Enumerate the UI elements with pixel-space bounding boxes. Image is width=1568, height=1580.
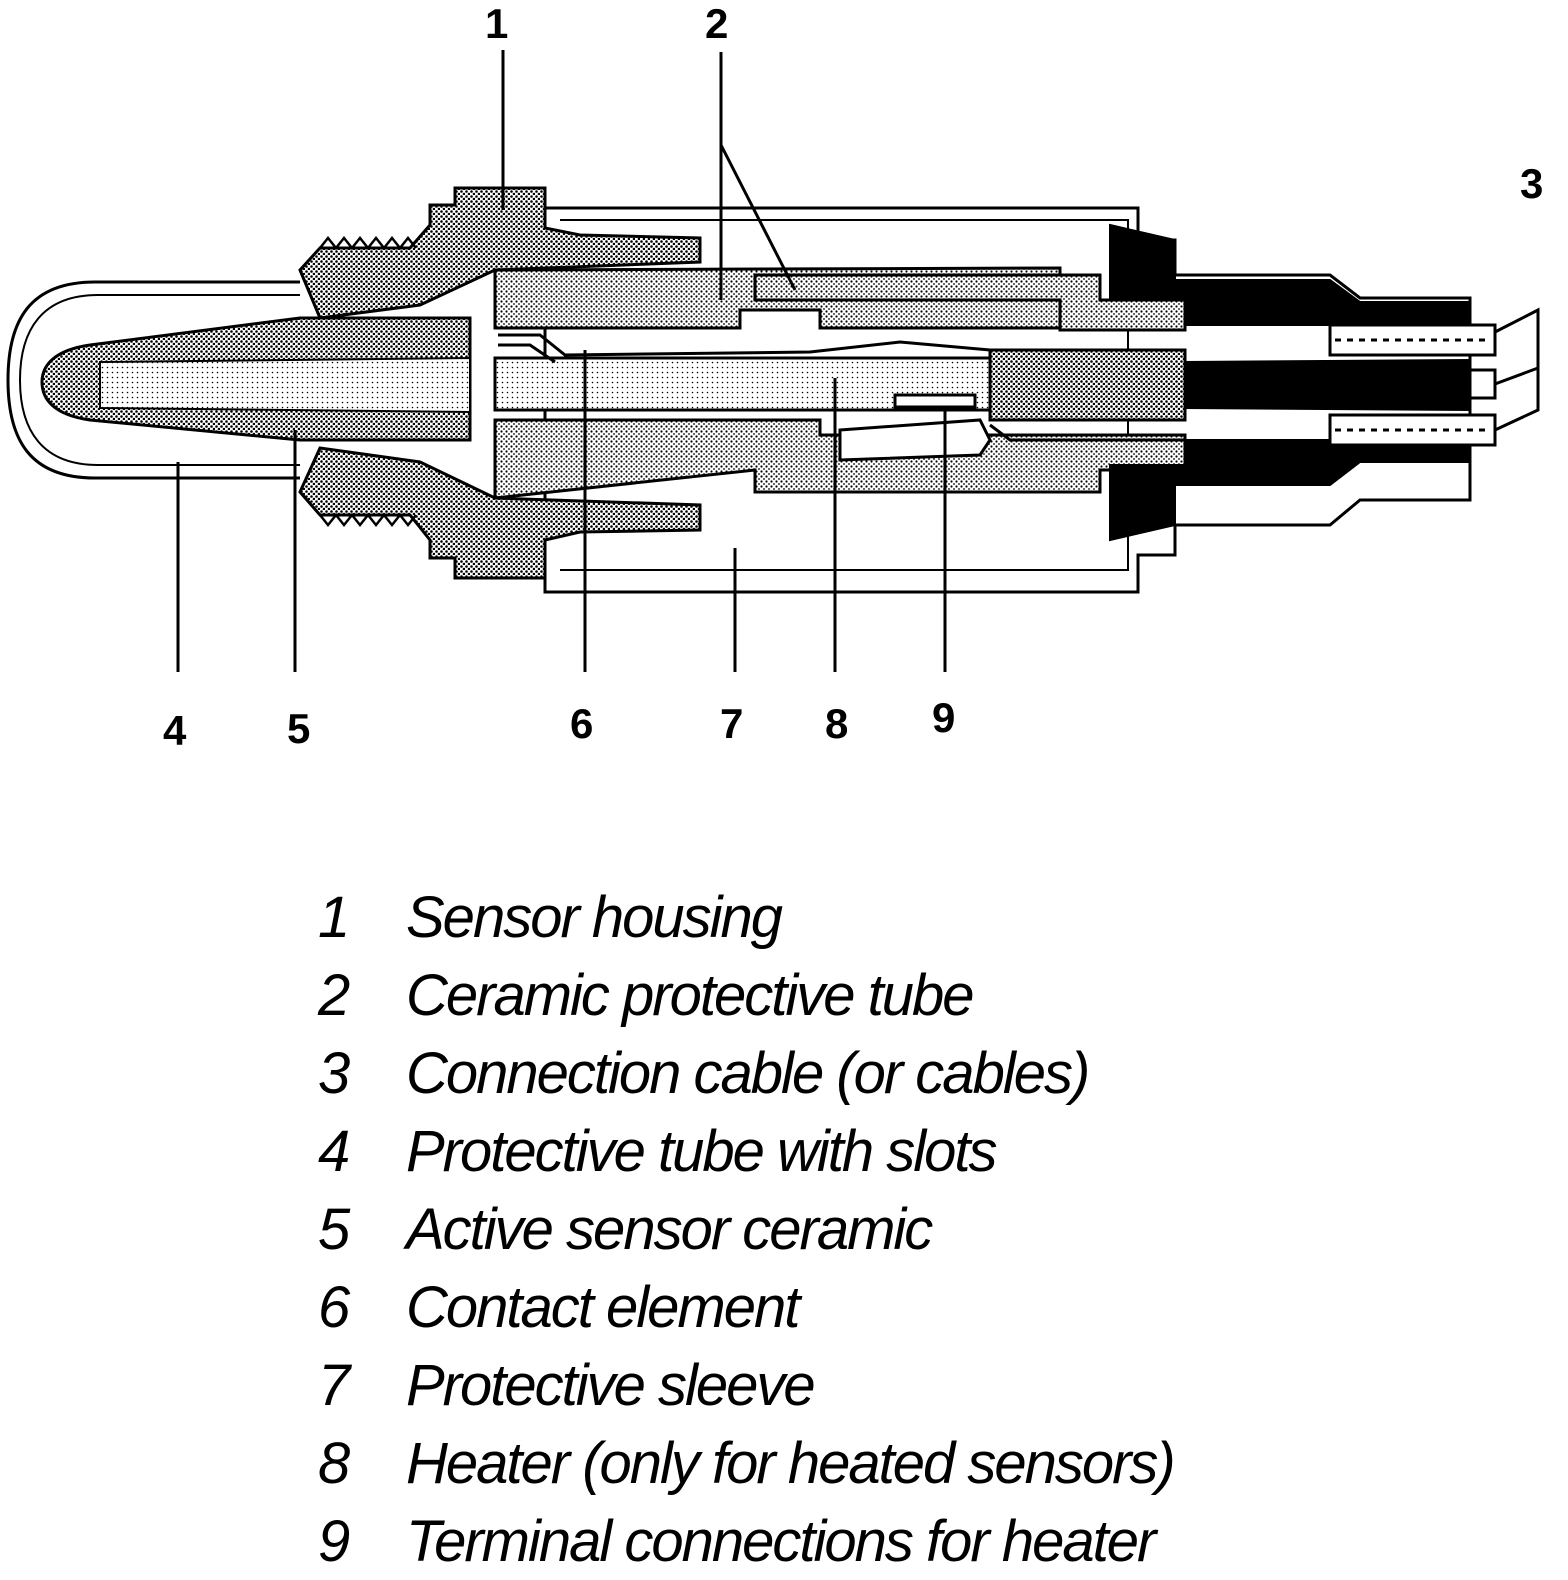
legend-item-label: Ceramic protective tube: [406, 962, 974, 1028]
callout-2: 2: [705, 0, 728, 47]
sensor-housing: [298, 186, 702, 580]
legend-item-label: Heater (only for heated sensors): [406, 1430, 1176, 1496]
legend-item-label: Contact element: [406, 1274, 800, 1340]
legend-item: 8 Heater (only for heated sensors): [318, 1424, 1518, 1502]
legend-item: 2 Ceramic protective tube: [318, 956, 1518, 1034]
callout-4: 4: [163, 707, 187, 754]
cable-seal-black: [1109, 223, 1471, 542]
housing-thread: [319, 235, 417, 528]
legend-item-number: 2: [318, 962, 350, 1028]
legend-item-label: Terminal connections for heater: [406, 1508, 1156, 1574]
legend-item-label: Protective sleeve: [406, 1352, 816, 1418]
callout-9: 9: [932, 694, 955, 741]
legend-item: 5 Active sensor ceramic: [318, 1190, 1518, 1268]
legend-item-number: 3: [318, 1040, 350, 1106]
heater-terminal-connections: [838, 393, 1185, 462]
callout-3: 3: [1520, 160, 1543, 207]
legend-item-number: 8: [318, 1430, 350, 1496]
legend-item: 7 Protective sleeve: [318, 1346, 1518, 1424]
callout-8: 8: [825, 700, 848, 747]
legend-item-number: 7: [318, 1352, 350, 1418]
legend-item-number: 6: [318, 1274, 350, 1340]
contact-element: [498, 333, 991, 364]
legend-item-label: Active sensor ceramic: [406, 1196, 933, 1262]
legend-item: 4 Protective tube with slots: [318, 1112, 1518, 1190]
legend-item-number: 5: [318, 1196, 350, 1262]
callout-7: 7: [720, 700, 743, 747]
legend-item-number: 4: [318, 1118, 350, 1184]
heater-element: [493, 348, 1187, 422]
legend-item: 1 Sensor housing: [318, 878, 1518, 956]
legend-item-number: 1: [318, 884, 350, 950]
oxygen-sensor-cross-section-diagram: 1 2 3 4 5 6 7 8 9: [6, 0, 1543, 754]
legend-item-number: 9: [318, 1508, 350, 1574]
callout-labels: 1 2 3 4 5 6 7 8 9: [163, 0, 1543, 754]
legend-item: 6 Contact element: [318, 1268, 1518, 1346]
parts-legend: 1 Sensor housing 2 Ceramic protective tu…: [318, 878, 1518, 1580]
legend-item-label: Sensor housing: [406, 884, 783, 950]
leader-lines: [176, 50, 1540, 672]
active-sensor-ceramic: [40, 316, 472, 442]
callout-6: 6: [570, 700, 593, 747]
connection-cables: [1328, 323, 1497, 447]
callout-5: 5: [287, 705, 310, 752]
callout-1: 1: [485, 0, 508, 47]
legend-item: 3 Connection cable (or cables): [318, 1034, 1518, 1112]
legend-item: 9 Terminal connections for heater: [318, 1502, 1518, 1580]
legend-item-label: Connection cable (or cables): [406, 1040, 1090, 1106]
legend-item-label: Protective tube with slots: [406, 1118, 998, 1184]
